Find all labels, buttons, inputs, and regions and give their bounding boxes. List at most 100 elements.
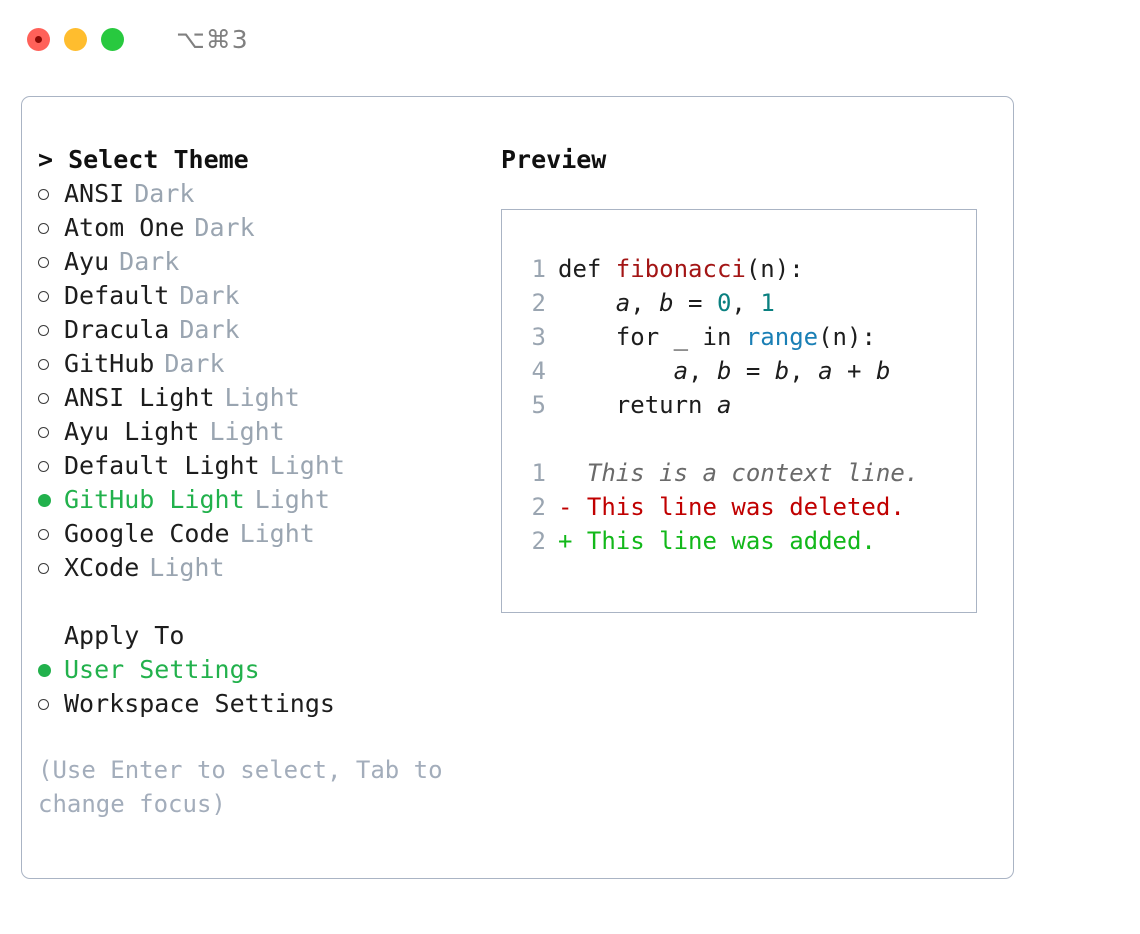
- code-token-func: fibonacci: [615, 255, 746, 283]
- theme-option-row[interactable]: Ayu Light Light: [38, 415, 498, 449]
- theme-option-row[interactable]: Google Code Light: [38, 517, 498, 551]
- theme-option-label: Dracula: [64, 315, 170, 344]
- theme-option-row[interactable]: Dracula Dark: [38, 313, 498, 347]
- theme-option-label: Ayu: [64, 247, 110, 276]
- apply-to-option-row[interactable]: User Settings: [38, 653, 498, 687]
- theme-option-label: Google Code: [64, 519, 230, 548]
- code-token-plain: =: [673, 289, 717, 317]
- radio-marker: [38, 279, 64, 313]
- radio-marker: [38, 687, 64, 721]
- diff-line-number: 1: [531, 459, 546, 487]
- apply-to-heading-row: Apply To: [38, 619, 498, 653]
- radio-unselected-icon: [38, 324, 49, 336]
- apply-to-option-row[interactable]: Workspace Settings: [38, 687, 498, 721]
- code-line-text: a, b = b, a + b: [558, 354, 891, 388]
- diff-line-text: + This line was added.: [558, 527, 876, 555]
- code-token-plain: (n):: [818, 323, 876, 351]
- close-button-icon[interactable]: [27, 27, 50, 51]
- code-token-kw: return: [615, 391, 717, 419]
- theme-option-variant: Dark: [194, 213, 255, 242]
- panel-title: > Select Theme: [38, 145, 249, 174]
- theme-option-label: GitHub Light: [64, 485, 245, 514]
- code-line-number: 3: [531, 323, 546, 351]
- radio-selected-icon: [38, 663, 51, 677]
- theme-option-variant: Light: [239, 519, 315, 548]
- diff-line-number: 2: [531, 527, 546, 555]
- window-controls: [27, 27, 124, 51]
- radio-unselected-icon: [38, 290, 49, 302]
- theme-option-row[interactable]: XCode Light: [38, 551, 498, 585]
- radio-marker: [38, 381, 64, 415]
- theme-option-label: GitHub: [64, 349, 155, 378]
- theme-option-label: ANSI Light: [64, 383, 215, 412]
- theme-option-variant: Dark: [179, 315, 240, 344]
- code-line-number: 4: [531, 357, 546, 385]
- diff-line-text: - This line was deleted.: [558, 493, 905, 521]
- preview-title: Preview: [501, 145, 607, 174]
- diff-line-text: This is a context line.: [558, 459, 920, 487]
- code-line-text: return a: [558, 388, 732, 422]
- radio-marker: [38, 653, 64, 687]
- theme-option-variant: Dark: [179, 281, 240, 310]
- radio-unselected-icon: [38, 528, 49, 540]
- theme-option-label: Ayu Light: [64, 417, 200, 446]
- code-token-var: b: [875, 357, 891, 385]
- code-token-builtin: range: [745, 323, 819, 351]
- keyboard-hint: (Use Enter to select, Tab to change focu…: [38, 756, 443, 818]
- radio-marker: [38, 415, 64, 449]
- radio-unselected-icon: [38, 460, 49, 472]
- theme-option-variant: Light: [269, 451, 345, 480]
- theme-option-variant: Light: [149, 553, 225, 582]
- minimize-button-icon[interactable]: [64, 27, 87, 51]
- apply-to-title: Apply To: [64, 621, 185, 650]
- theme-option-variant: Dark: [119, 247, 180, 276]
- code-token-var: a: [673, 357, 689, 385]
- theme-option-row[interactable]: GitHub Light Light: [38, 483, 498, 517]
- theme-option-label: XCode: [64, 553, 140, 582]
- code-token-kw: def: [558, 255, 616, 283]
- diff-sample: 1 This is a context line.2- This line wa…: [516, 456, 976, 558]
- code-token-plain: +: [832, 357, 876, 385]
- maximize-button-icon[interactable]: [101, 27, 124, 51]
- apply-to-option-label: User Settings: [64, 655, 260, 684]
- apply-to-option-label: Workspace Settings: [64, 689, 335, 718]
- diff-line-delete: 2- This line was deleted.: [516, 490, 976, 524]
- radio-marker: [38, 551, 64, 585]
- theme-option-variant: Dark: [164, 349, 225, 378]
- radio-marker: [38, 177, 64, 211]
- code-token-kw: for _ in: [615, 323, 746, 351]
- diff-line-context: 1 This is a context line.: [516, 456, 976, 490]
- radio-unselected-icon: [38, 392, 49, 404]
- code-token-plain: ,: [789, 357, 819, 385]
- code-token-var: b: [659, 289, 674, 317]
- code-line-text: for _ in range(n):: [558, 320, 876, 354]
- theme-option-variant: Light: [254, 485, 330, 514]
- title-bar: ⌥⌘3: [0, 0, 1140, 78]
- theme-option-label: ANSI: [64, 179, 125, 208]
- theme-option-variant: Light: [209, 417, 285, 446]
- diff-line-add: 2 + This line was added.: [516, 524, 976, 558]
- radio-marker: [38, 347, 64, 381]
- radio-unselected-icon: [38, 358, 49, 370]
- radio-unselected-icon: [38, 698, 49, 710]
- radio-unselected-icon: [38, 222, 49, 234]
- radio-marker: [38, 245, 64, 279]
- radio-marker: [38, 517, 64, 551]
- theme-option-row[interactable]: GitHub Dark: [38, 347, 498, 381]
- code-token-plain: ,: [731, 289, 761, 317]
- code-token-plain: ,: [630, 289, 660, 317]
- keyboard-shortcut-label: ⌥⌘3: [176, 24, 249, 54]
- radio-marker: [38, 449, 64, 483]
- code-token-var: a: [716, 391, 732, 419]
- code-line-number: 2: [531, 289, 546, 317]
- theme-option-row[interactable]: Ayu Dark: [38, 245, 498, 279]
